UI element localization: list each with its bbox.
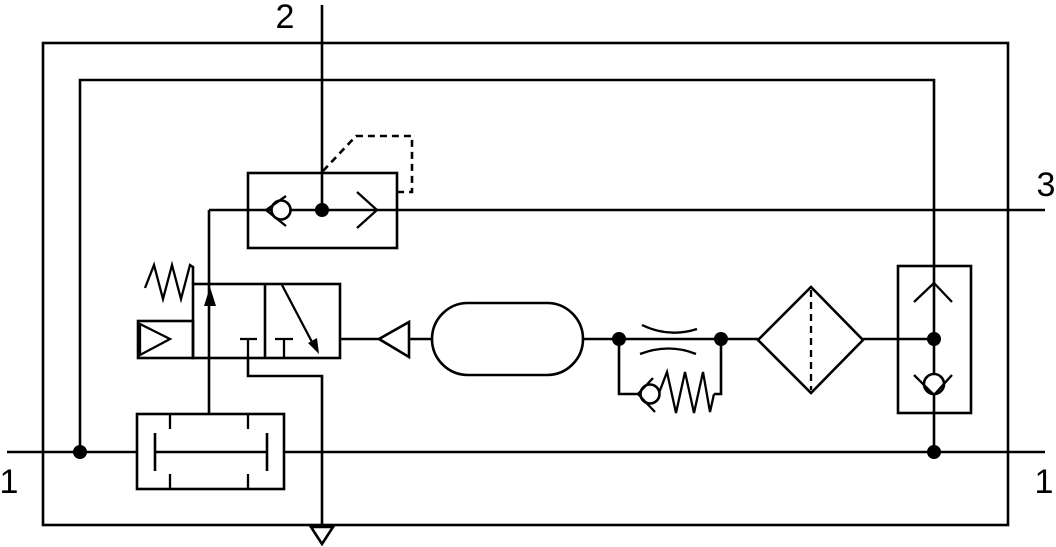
pilot-control-dashed-line [322, 134, 414, 194]
pilot-signal [340, 319, 432, 360]
reservoir-icon [430, 301, 585, 377]
pilot-check-valve [246, 134, 414, 250]
exhaust-outlet-icon [308, 525, 336, 547]
flow-direction-arrow-icon [356, 191, 379, 229]
piston-actuator [135, 412, 286, 491]
junction-dot [927, 332, 941, 346]
bypass-line-right [714, 339, 723, 396]
junction-dot [315, 203, 329, 217]
piston-guide-ticks [168, 414, 250, 489]
port-1-right-label: 1 [1035, 463, 1054, 501]
port-1-left-label: 1 [0, 463, 18, 501]
exhaust-branch [246, 358, 336, 547]
pilot-nozzle-icon [376, 319, 411, 360]
junction-dot [73, 445, 87, 459]
three-two-valve [136, 260, 342, 360]
junction-dot [612, 332, 626, 346]
return-spring-icon [143, 260, 194, 304]
check-valve-unit-body [896, 264, 973, 415]
check-seat-icon [264, 195, 287, 227]
restrictor-lower-arc-icon [639, 347, 697, 356]
blocked-port-left-icon [240, 337, 257, 358]
unit-check-seat-icon [913, 374, 953, 397]
piston-body [135, 412, 286, 491]
bypass-line-left [617, 339, 640, 396]
blocked-port-right-icon [275, 337, 293, 358]
pilot-check-valve-body [246, 171, 399, 250]
junction-dot [714, 332, 728, 346]
exhaust-path-arrowhead-icon [308, 338, 319, 354]
exhaust-path-diagonal [280, 284, 314, 343]
enclosure-border [41, 41, 1010, 527]
pilot-actuator [136, 319, 195, 360]
upward-flow-arrow-icon [913, 281, 953, 303]
flow-path-up-arrow-icon [204, 287, 216, 306]
port-3: 3 [207, 166, 1056, 414]
bypass-spring-icon [657, 367, 716, 414]
bypass-check-ball-icon [639, 383, 661, 405]
exhaust-line [246, 358, 324, 525]
check-valve-unit [896, 264, 973, 415]
restrictor-upper-arc-icon [641, 323, 698, 334]
port-1: 1 1 [0, 450, 1054, 501]
piston-faces [153, 433, 269, 471]
filter [756, 285, 934, 395]
port-3-label: 3 [1037, 166, 1056, 204]
pilot-actuator-box [136, 319, 195, 360]
port-2: 2 [276, 0, 324, 210]
junction-dots [73, 203, 941, 459]
reservoir [430, 301, 619, 377]
bypass-check-seat-icon [636, 377, 656, 413]
unit-check-ball-icon [922, 372, 946, 396]
pilot-triangle-icon [138, 322, 173, 357]
port-2-label: 2 [276, 0, 295, 36]
restrictor-assembly [617, 323, 758, 414]
junction-dot [927, 445, 941, 459]
